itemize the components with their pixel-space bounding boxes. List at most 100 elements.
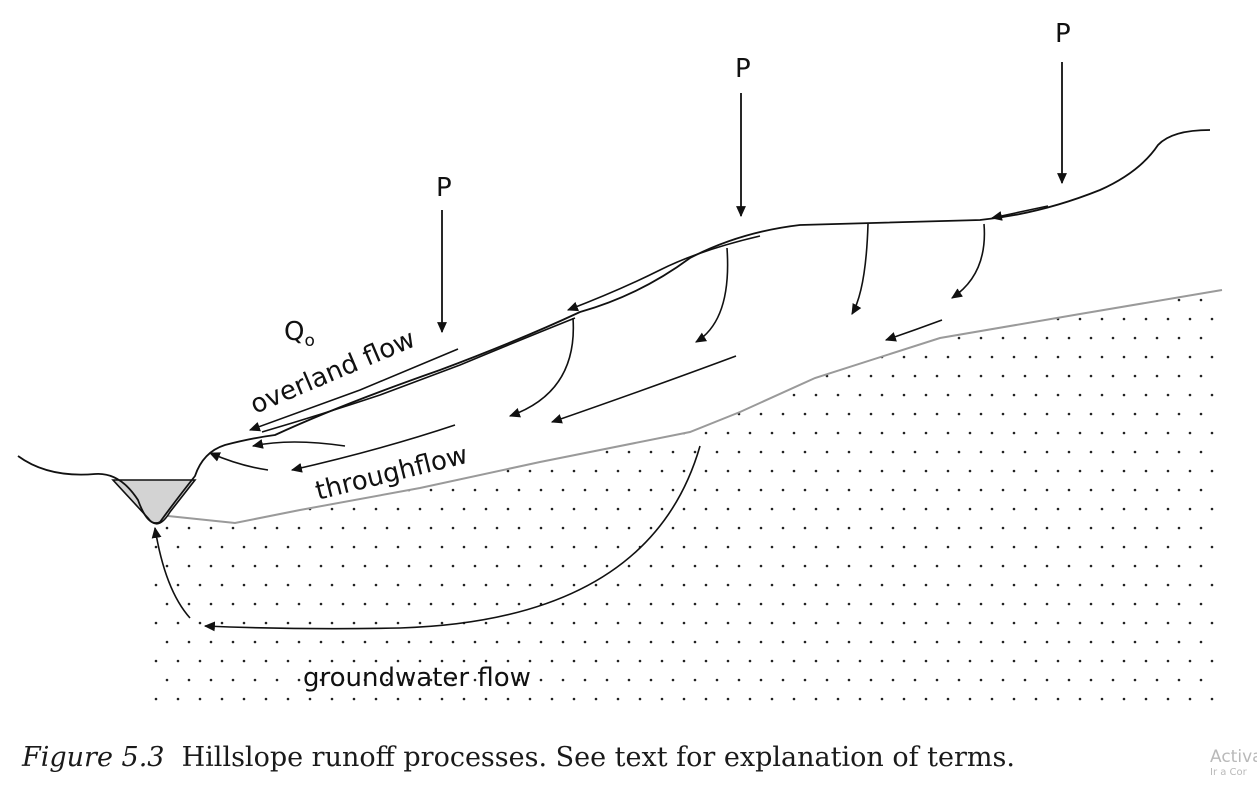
groundwater-dot	[836, 431, 840, 435]
groundwater-dot	[682, 469, 686, 473]
groundwater-dot	[1001, 374, 1005, 378]
groundwater-dot	[275, 602, 279, 606]
groundwater-dot	[660, 507, 664, 511]
groundwater-dot	[858, 393, 862, 397]
groundwater-dot	[385, 374, 389, 378]
groundwater-dot	[594, 583, 598, 587]
groundwater-dot	[374, 659, 378, 663]
groundwater-dot	[1144, 507, 1148, 511]
groundwater-dot	[429, 298, 433, 302]
groundwater-dot	[506, 507, 510, 511]
groundwater-dot	[440, 545, 444, 549]
groundwater-dot	[924, 659, 928, 663]
groundwater-dot	[748, 469, 752, 473]
groundwater-dot	[286, 431, 290, 435]
groundwater-dot	[176, 659, 180, 663]
groundwater-dot	[220, 355, 224, 359]
groundwater-dot	[781, 564, 785, 568]
groundwater-dot	[583, 336, 587, 340]
groundwater-dot	[902, 507, 906, 511]
groundwater-dot	[176, 393, 180, 397]
groundwater-dot	[627, 298, 631, 302]
groundwater-dot	[572, 355, 576, 359]
groundwater-dot	[1122, 431, 1126, 435]
groundwater-dot	[319, 526, 323, 530]
groundwater-dot	[484, 659, 488, 663]
groundwater-dot	[154, 545, 158, 549]
groundwater-dot	[1166, 393, 1170, 397]
groundwater-dot	[231, 450, 235, 454]
groundwater-dot	[352, 621, 356, 625]
groundwater-dot	[1111, 488, 1115, 492]
water-table-line	[167, 289, 1223, 525]
groundwater-dot	[286, 507, 290, 511]
groundwater-dot	[407, 564, 411, 568]
groundwater-flow-arrow	[203, 445, 701, 632]
groundwater-dot	[847, 450, 851, 454]
groundwater-dot	[627, 526, 631, 530]
groundwater-dot	[418, 507, 422, 511]
groundwater-dot	[594, 659, 598, 663]
groundwater-dot	[924, 469, 928, 473]
groundwater-dot	[869, 564, 873, 568]
groundwater-dot	[1034, 469, 1038, 473]
groundwater-dot	[154, 355, 158, 359]
groundwater-dot	[957, 526, 961, 530]
groundwater-dot	[319, 450, 323, 454]
groundwater-dot	[407, 526, 411, 530]
groundwater-dot	[957, 412, 961, 416]
groundwater-dot	[330, 507, 334, 511]
groundwater-dot	[1001, 526, 1005, 530]
groundwater-dot	[869, 488, 873, 492]
groundwater-dot	[462, 393, 466, 397]
groundwater-dot	[1067, 336, 1071, 340]
groundwater-dot	[902, 621, 906, 625]
groundwater-dot	[935, 602, 939, 606]
groundwater-dot	[1122, 697, 1126, 701]
groundwater-dot	[506, 355, 510, 359]
groundwater-dot	[1078, 545, 1082, 549]
groundwater-dot	[1023, 564, 1027, 568]
groundwater-dot	[913, 602, 917, 606]
groundwater-dot	[451, 336, 455, 340]
groundwater-dot	[825, 602, 829, 606]
groundwater-dot	[858, 659, 862, 663]
ground-surface	[17, 129, 1211, 524]
groundwater-dot	[1078, 393, 1082, 397]
groundwater-dot	[209, 526, 213, 530]
groundwater-dot	[1045, 678, 1049, 682]
groundwater-dot	[1012, 469, 1016, 473]
groundwater-dot	[880, 659, 884, 663]
groundwater-dot	[792, 355, 796, 359]
groundwater-dot	[561, 298, 565, 302]
activation-watermark: Activa Ir a Cor	[1210, 748, 1257, 778]
groundwater-dot	[275, 336, 279, 340]
figure-caption: Figure 5.3 Hillslope runoff processes. S…	[22, 742, 1015, 773]
groundwater-dot	[704, 355, 708, 359]
groundwater-dot	[297, 450, 301, 454]
groundwater-dot	[1001, 450, 1005, 454]
groundwater-dot	[1210, 583, 1214, 587]
groundwater-dot	[1155, 450, 1159, 454]
groundwater-dot	[891, 488, 895, 492]
groundwater-dot	[341, 526, 345, 530]
groundwater-dot	[144, 603, 147, 606]
groundwater-dot	[352, 393, 356, 397]
groundwater-dot	[1177, 488, 1181, 492]
groundwater-dot	[748, 431, 752, 435]
groundwater-dot	[561, 450, 565, 454]
groundwater-dot	[341, 678, 345, 682]
groundwater-dot	[1100, 469, 1104, 473]
groundwater-dot	[1155, 526, 1159, 530]
groundwater-dot	[638, 697, 642, 701]
groundwater-dot	[572, 583, 576, 587]
groundwater-dot	[275, 564, 279, 568]
groundwater-dot	[1177, 412, 1181, 416]
groundwater-dot	[847, 374, 851, 378]
groundwater-dot	[649, 450, 653, 454]
groundwater-dot	[913, 412, 917, 416]
groundwater-dot	[506, 583, 510, 587]
groundwater-dot	[759, 298, 763, 302]
groundwater-dot	[1078, 659, 1082, 663]
groundwater-dot	[286, 469, 290, 473]
